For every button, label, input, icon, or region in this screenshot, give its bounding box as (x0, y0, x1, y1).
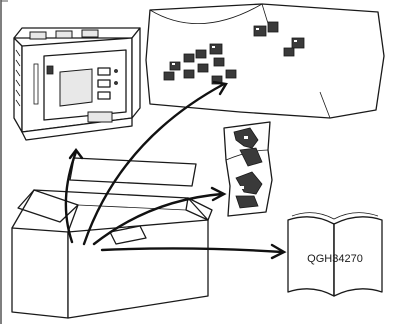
instruction-sheet-book: QGH34270 (287, 212, 383, 297)
device-button-2 (97, 79, 111, 88)
packaging-box (11, 157, 213, 319)
arrow-head-book (270, 243, 287, 260)
arrow-head-connectors (212, 80, 228, 96)
connector-terminal-blocks (145, 3, 385, 119)
device-button-1 (97, 67, 111, 76)
arrow-head-device (68, 148, 84, 160)
mounting-clips (223, 121, 273, 217)
arrows (64, 80, 287, 260)
arrow-head-clips (210, 186, 227, 202)
arrow-to-book (100, 247, 284, 254)
device-display (59, 68, 93, 107)
arrow-to-connectors (82, 82, 226, 246)
brand-logo-icon (46, 65, 54, 75)
manual-code-label: QGH34270 (307, 253, 363, 265)
arrow-to-device (64, 150, 78, 244)
arrow-to-clips (92, 192, 224, 246)
power-meter-device (13, 27, 141, 141)
device-button-3 (97, 91, 111, 100)
